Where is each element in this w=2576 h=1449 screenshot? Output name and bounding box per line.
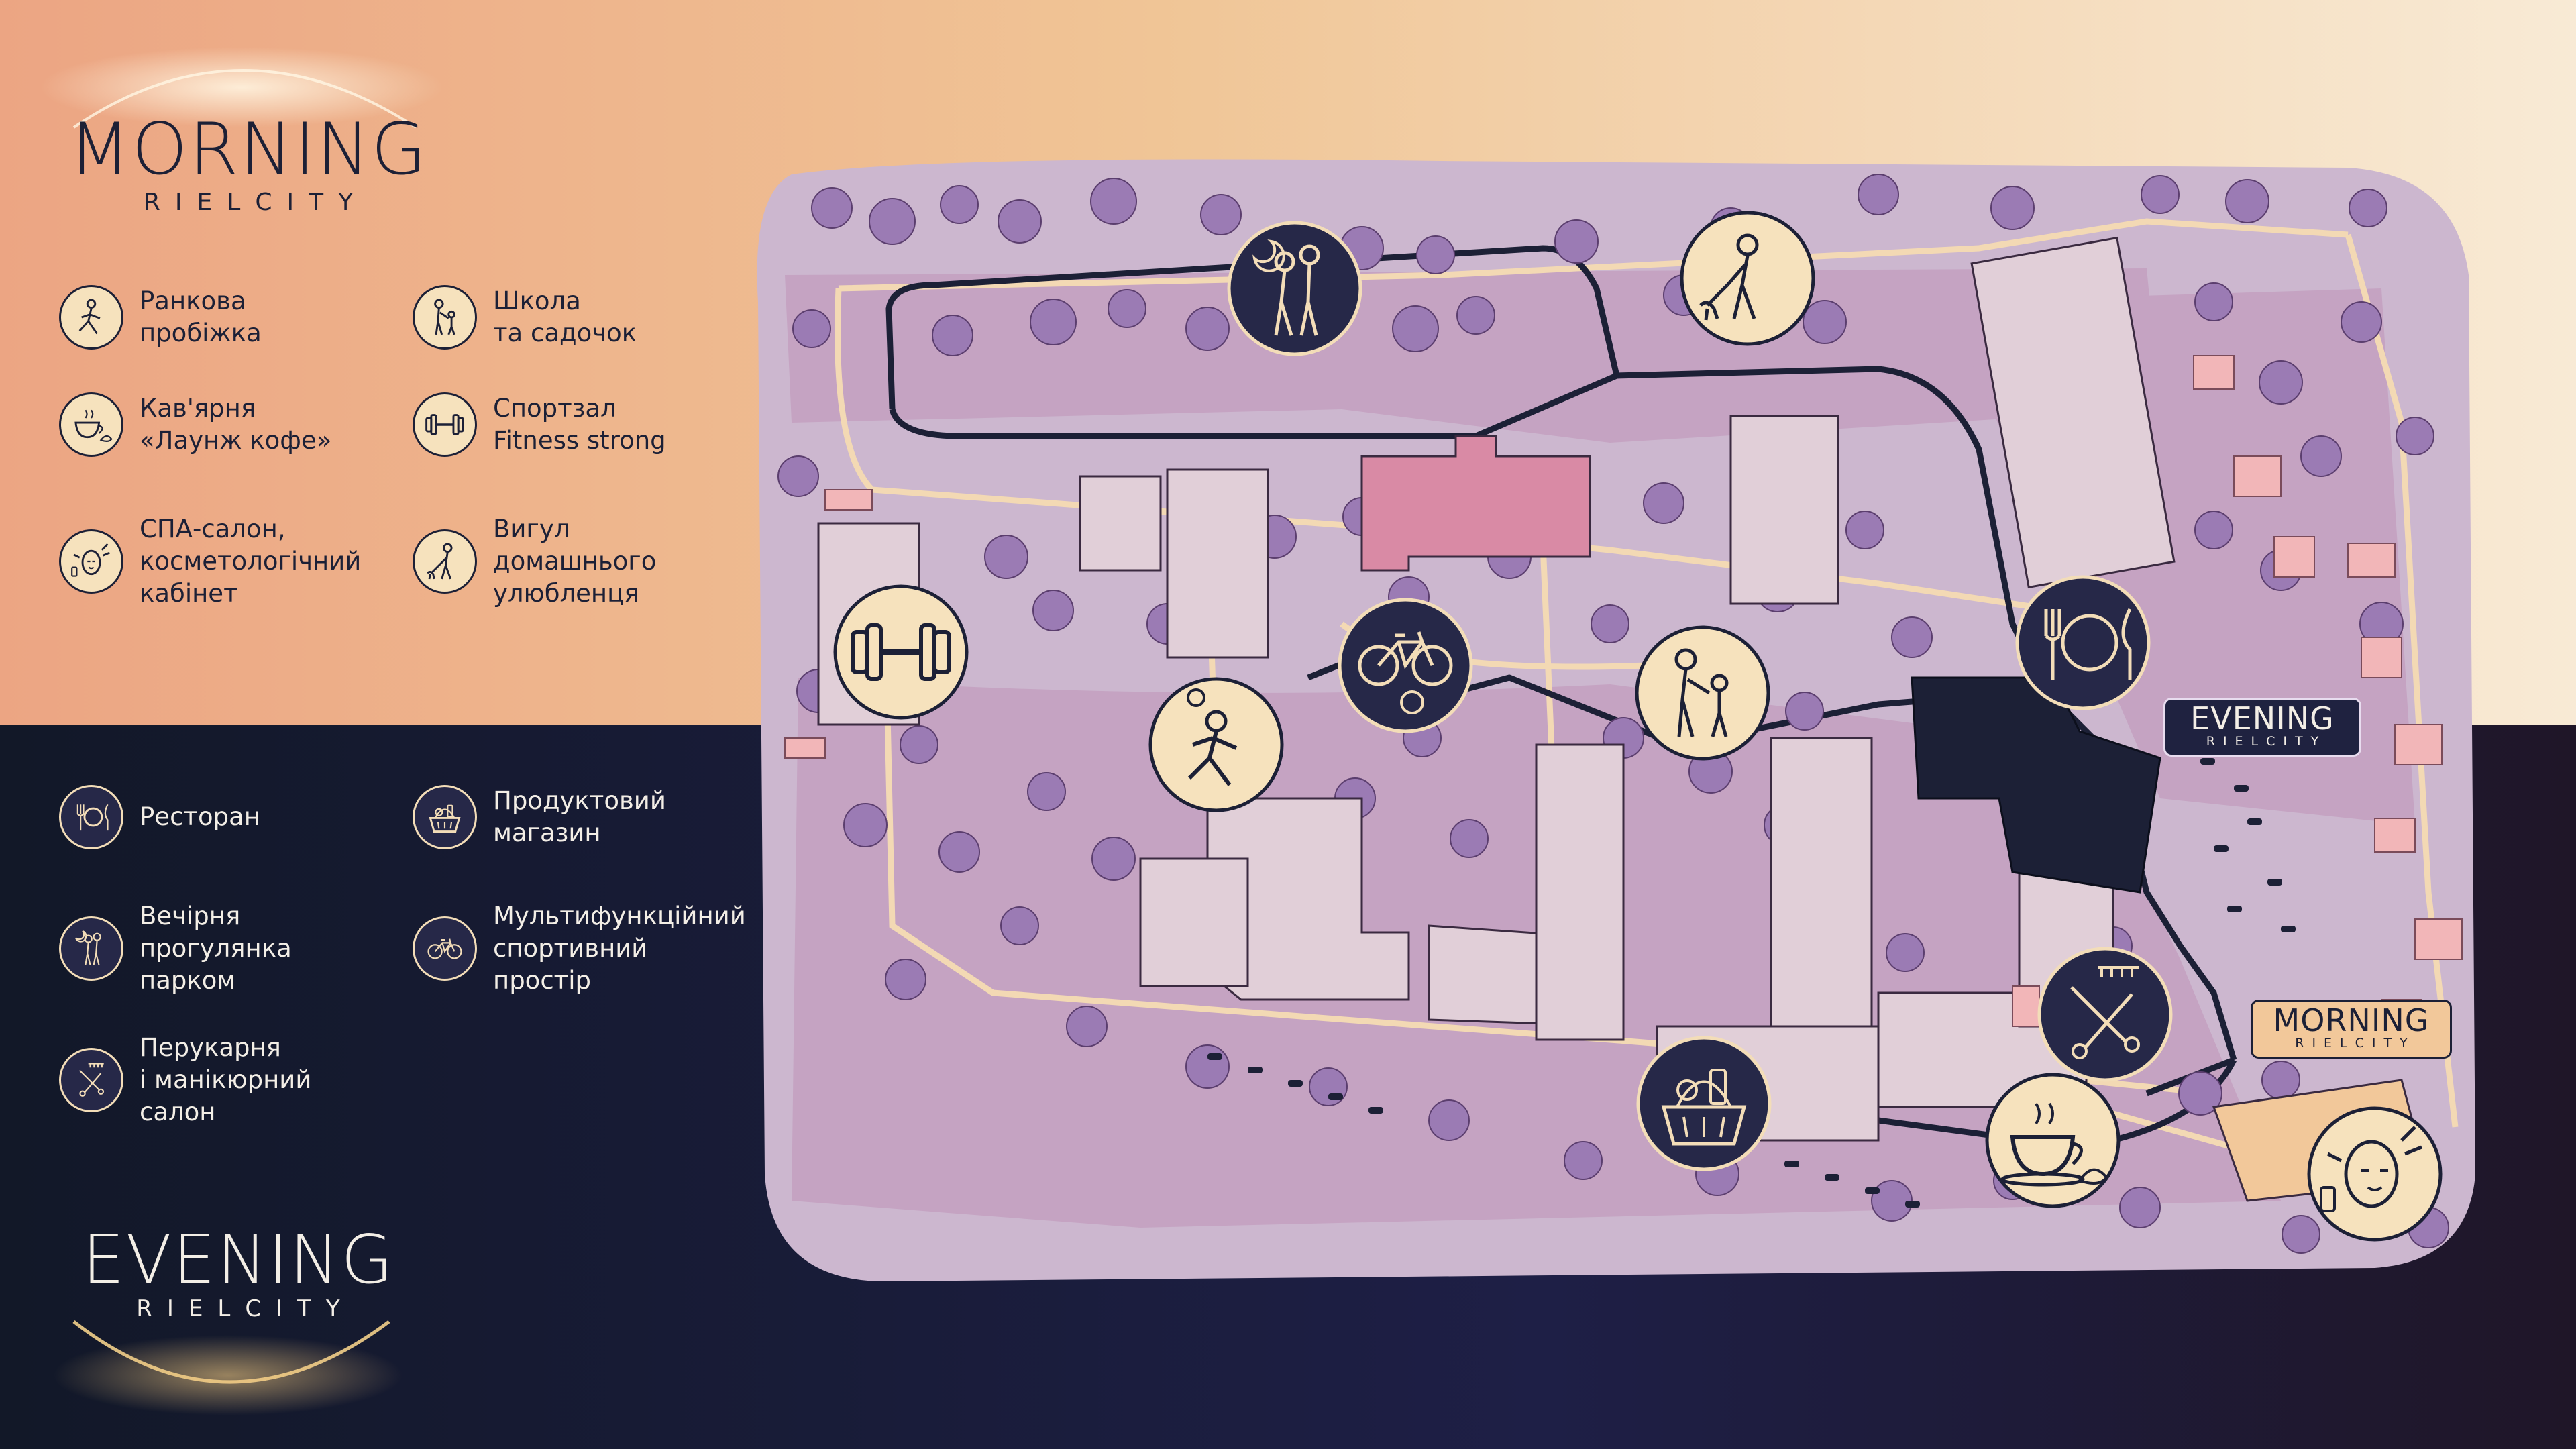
legend-barber: Перукарня і манікюрний салон xyxy=(59,1032,311,1128)
pin-bicycle xyxy=(1338,598,1473,733)
dog-walk-icon xyxy=(413,529,477,594)
legend-coffee-label: Кав'ярня «Лаунж кофе» xyxy=(140,394,332,455)
district-map xyxy=(757,159,2476,1281)
jogging-icon xyxy=(59,285,123,350)
legend-jogging-label: Ранкова пробіжка xyxy=(140,286,262,347)
logo-evening: EVENING RIELCITY xyxy=(64,1220,413,1322)
badge-evening-subtitle: RIELCITY xyxy=(2206,734,2327,749)
restaurant-icon xyxy=(59,785,123,849)
badge-evening-title: EVENING xyxy=(2190,700,2334,737)
pin-school xyxy=(1635,625,1770,761)
legend-restaurant: Ресторан xyxy=(59,785,260,849)
legend-spa-label: СПА-салон, косметологічний кабінет xyxy=(140,515,362,608)
legend-restaurant-label: Ресторан xyxy=(140,802,260,831)
logo-morning-title: MORNING xyxy=(68,108,428,191)
legend-barber-label: Перукарня і манікюрний салон xyxy=(140,1033,312,1126)
legend-coffee: Кав'ярня «Лаунж кофе» xyxy=(59,392,331,457)
small-buildings xyxy=(784,355,2463,1040)
legend-school-label: Школа та садочок xyxy=(493,286,637,347)
legend-park-walk-label: Вечірня прогулянка парком xyxy=(140,902,292,995)
legend-grocery: Продуктовий магазин xyxy=(413,785,666,849)
badge-morning: MORNING RIELCITY xyxy=(2251,1000,2452,1059)
legend-sport-space-label: Мультифункційний спортивний простір xyxy=(493,902,746,995)
badge-evening: EVENING RIELCITY xyxy=(2163,698,2361,757)
legend-park-walk: Вечірня прогулянка парком xyxy=(59,900,292,997)
spa-icon xyxy=(59,529,123,594)
legend-school: Школа та садочок xyxy=(413,285,637,350)
logo-morning-subtitle: RIELCITY xyxy=(143,189,368,216)
legend-gym-label: Спортзал Fitness strong xyxy=(493,394,666,455)
logo-evening-title: EVENING xyxy=(82,1220,394,1299)
legend-sport-space: Мультифункційний спортивний простір xyxy=(413,900,746,997)
logo-morning: MORNING RIELCITY xyxy=(60,114,436,215)
legend-jogging: Ранкова пробіжка xyxy=(59,285,262,350)
legend-dog-walk-label: Вигул домашнього улюбленця xyxy=(493,515,657,608)
bicycle-icon xyxy=(413,916,477,981)
target-building xyxy=(1360,435,1591,572)
school-icon xyxy=(413,285,477,350)
park-walk-icon xyxy=(59,916,123,981)
legend-spa: СПА-салон, косметологічний кабінет xyxy=(59,513,361,610)
pin-dog-walk xyxy=(1680,211,1815,346)
pin-restaurant xyxy=(2015,575,2151,710)
pin-park-walk xyxy=(1227,221,1362,356)
legend-dog-walk: Вигул домашнього улюбленця xyxy=(413,513,656,610)
grocery-icon xyxy=(413,785,477,849)
barber-icon xyxy=(59,1048,123,1112)
pin-dumbbell xyxy=(833,584,969,720)
pin-grocery xyxy=(1636,1036,1772,1171)
logo-evening-subtitle: RIELCITY xyxy=(136,1295,355,1322)
pin-spa xyxy=(2307,1106,2443,1242)
badge-morning-subtitle: RIELCITY xyxy=(2295,1036,2416,1051)
badge-morning-title: MORNING xyxy=(2273,1002,2430,1038)
legend-gym: Спортзал Fitness strong xyxy=(413,392,666,457)
dumbbell-icon xyxy=(413,392,477,457)
pin-jogging xyxy=(1148,677,1284,812)
legend-grocery-label: Продуктовий магазин xyxy=(493,786,666,847)
coffee-icon xyxy=(59,392,123,457)
pin-barber xyxy=(2037,947,2173,1082)
pin-coffee xyxy=(1985,1073,2121,1208)
